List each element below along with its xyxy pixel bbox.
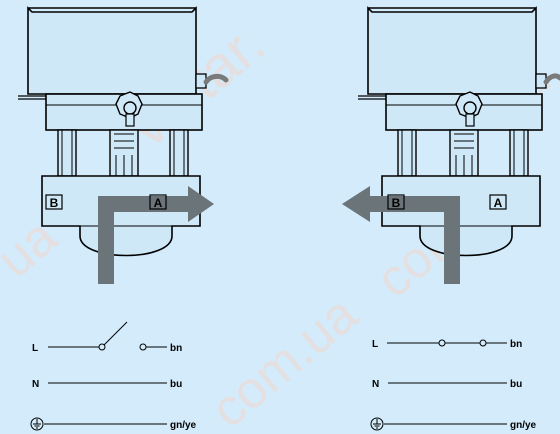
ground-icon: [30, 417, 44, 431]
flow-arrow-left: [98, 186, 214, 284]
wire-bn-right: bn: [510, 339, 522, 350]
watermark-3: com.ua: [200, 285, 368, 434]
wiring-right: L bn N bu gn/ye: [370, 339, 537, 431]
terminal-l-left: L: [32, 343, 38, 354]
terminal-n-left: N: [32, 379, 39, 390]
port-a-label-left: A: [154, 196, 163, 210]
switch-open-left: [103, 321, 128, 346]
wire-gnye-right: gn/ye: [510, 420, 537, 431]
port-b-label-left: B: [50, 196, 59, 210]
terminal-l-right: L: [372, 339, 378, 350]
valve-left: B A: [17, 7, 229, 284]
cable-right: [543, 73, 560, 85]
flow-arrow-right: [342, 186, 460, 284]
terminal-n-right: N: [372, 379, 379, 390]
port-b-label-right: B: [392, 196, 401, 210]
wire-bu-left: bu: [170, 379, 182, 390]
cable-left: [203, 73, 229, 85]
wire-bn-left: bn: [170, 343, 182, 354]
wiring-left: L bn N bu gn/ye: [30, 321, 197, 431]
wire-gnye-left: gn/ye: [170, 420, 197, 431]
port-a-label-right: A: [494, 196, 503, 210]
port-a-box-right: [489, 194, 507, 210]
wire-bu-right: bu: [510, 379, 522, 390]
port-a-box-left: [149, 194, 167, 210]
port-b-box-left: [45, 194, 63, 210]
port-b-box-right: [387, 194, 405, 210]
ground-icon: [370, 417, 384, 431]
valve-right: B A: [342, 7, 560, 284]
